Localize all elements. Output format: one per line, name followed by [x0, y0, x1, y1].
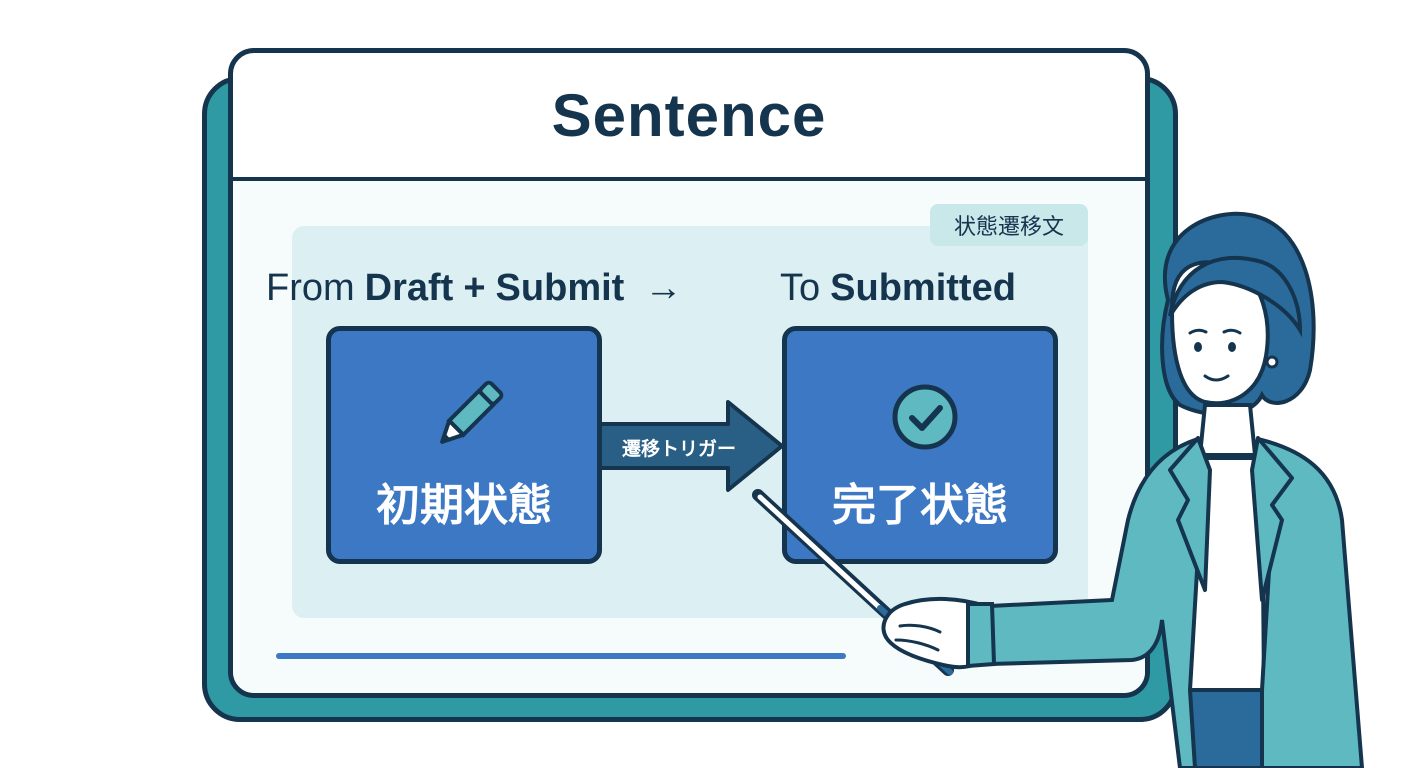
from-state: Draft — [364, 266, 454, 309]
pencil-icon — [440, 380, 504, 444]
board-underline — [276, 653, 846, 659]
sentence-to: To Submitted — [780, 262, 1016, 314]
initial-state-box: 初期状態 — [326, 326, 602, 564]
plus-sign: + — [463, 266, 486, 309]
whiteboard-header: Sentence — [233, 53, 1145, 181]
transition-label: 遷移トリガー — [621, 437, 736, 460]
to-state: Submitted — [830, 266, 1016, 309]
sentence-from: From Draft + Submit → — [266, 262, 682, 314]
initial-state-label: 初期状態 — [376, 480, 552, 531]
final-state-label: 完了状態 — [832, 480, 1008, 531]
final-state-box: 完了状態 — [782, 326, 1058, 564]
presenter-jacket — [1259, 437, 1365, 768]
diagram-tag: 状態遷移文 — [930, 204, 1088, 246]
board-title: Sentence — [551, 81, 827, 149]
presenter-face — [1169, 260, 1270, 406]
from-word: From — [266, 266, 355, 309]
to-word: To — [780, 266, 821, 309]
arrow-right-icon: → — [644, 266, 683, 309]
event-word: Submit — [495, 266, 625, 309]
check-circle-icon — [892, 384, 958, 450]
